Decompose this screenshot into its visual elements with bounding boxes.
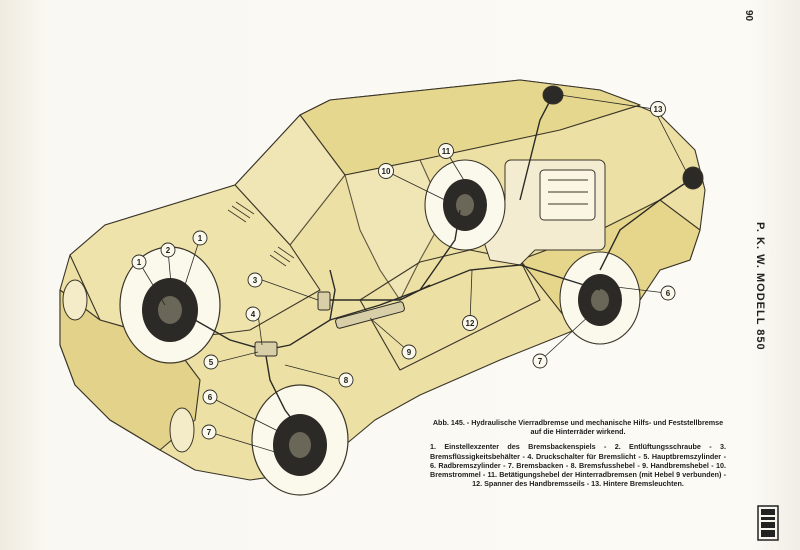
svg-text:12: 12 [466, 319, 475, 328]
wheel-front-left [119, 246, 221, 364]
callout-5: 5 [203, 354, 219, 370]
hood-vents [227, 201, 295, 267]
svg-text:9: 9 [407, 348, 412, 357]
master-cylinder [254, 291, 405, 357]
wheel-front-right [251, 384, 349, 496]
callout-8: 8 [338, 372, 354, 388]
page-number: 90 [743, 10, 754, 22]
svg-text:4: 4 [251, 310, 256, 319]
callout-11: 11 [438, 143, 454, 159]
svg-text:1: 1 [137, 258, 142, 267]
callout-markers: 1 2 1 3 4 5 8 [131, 101, 676, 440]
wheel-rear-right [559, 251, 641, 345]
callout-6a: 6 [202, 389, 218, 405]
callout-7b: 7 [532, 353, 548, 369]
caption-title: Abb. 145. - Hydraulische Vierradbremse u… [432, 418, 724, 437]
wheel-rear-left [424, 159, 506, 251]
svg-text:2: 2 [166, 246, 171, 255]
callout-10: 10 [378, 163, 394, 179]
callout-1b: 1 [192, 230, 208, 246]
callout-7a: 7 [201, 424, 217, 440]
callout-3: 3 [247, 272, 263, 288]
brake-lines [194, 94, 694, 431]
callout-1a: 1 [131, 254, 147, 270]
caption-legend: 1. Einstellexzenter des Bremsbackenspiel… [430, 442, 726, 489]
callout-2: 2 [160, 242, 176, 258]
svg-text:8: 8 [344, 376, 349, 385]
svg-text:6: 6 [208, 393, 213, 402]
svg-text:11: 11 [442, 147, 451, 156]
callout-9: 9 [401, 344, 417, 360]
svg-text:3: 3 [253, 276, 258, 285]
svg-text:13: 13 [654, 105, 663, 114]
headlights [62, 279, 195, 453]
svg-text:7: 7 [538, 357, 543, 366]
model-title: P. K. W. MODELL 850 [754, 222, 766, 351]
svg-text:10: 10 [382, 167, 391, 176]
svg-text:1: 1 [198, 234, 203, 243]
svg-text:7: 7 [207, 428, 212, 437]
callout-13: 13 [650, 101, 666, 117]
figure-caption: Abb. 145. - Hydraulische Vierradbremse u… [430, 418, 726, 488]
callout-12: 12 [462, 315, 478, 331]
callout-4: 4 [245, 306, 261, 322]
svg-text:5: 5 [209, 358, 214, 367]
svg-text:6: 6 [666, 289, 671, 298]
callout-6b: 6 [660, 285, 676, 301]
fiat-logo [757, 505, 779, 541]
